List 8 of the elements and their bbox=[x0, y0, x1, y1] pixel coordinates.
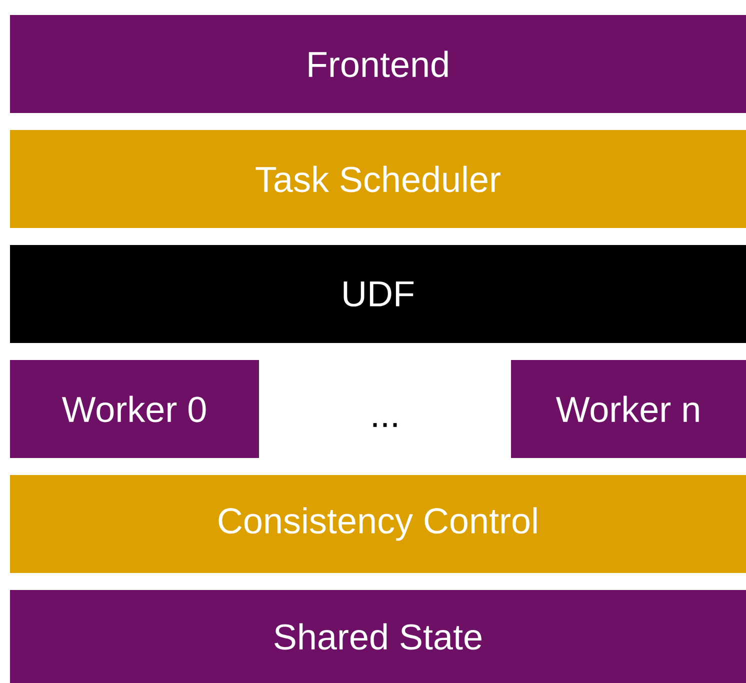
layer-band: Task Scheduler bbox=[10, 130, 746, 228]
layer-band: Consistency Control bbox=[10, 475, 746, 573]
layer-band: UDF bbox=[10, 245, 746, 343]
layer-band: Worker 0 bbox=[10, 360, 259, 458]
layer-band: Worker n bbox=[511, 360, 746, 458]
ellipsis: ... bbox=[373, 423, 397, 427]
layer-band: Shared State bbox=[10, 590, 746, 683]
layer-band: Frontend bbox=[10, 15, 746, 113]
